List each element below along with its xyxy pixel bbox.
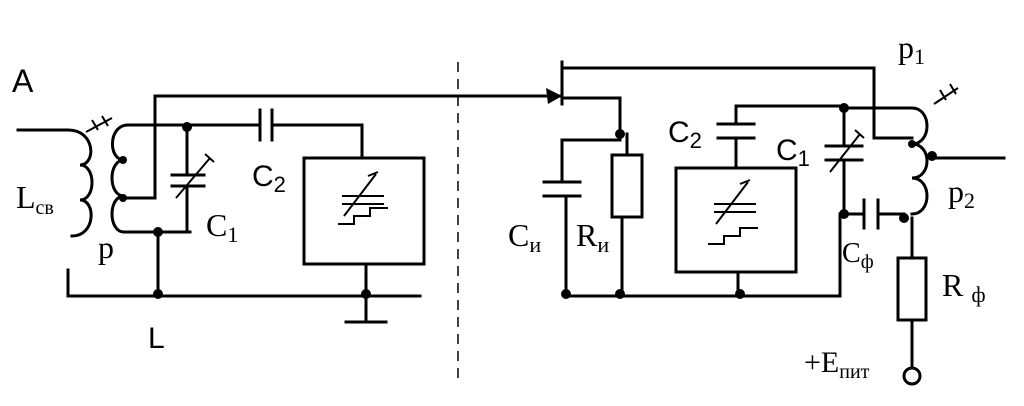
label-supply: +Eпит: [804, 346, 870, 383]
label-p2: p2: [948, 173, 975, 213]
label-c2-left: C2: [252, 160, 286, 197]
variable-capacitor-c1-left: [170, 125, 215, 234]
tank-coil-right: [842, 83, 1006, 216]
label-coil-l: L: [148, 322, 165, 355]
ground-bus-left: [66, 289, 422, 299]
label-c1-right: C1: [776, 134, 810, 171]
label-cf: Cф: [842, 238, 874, 273]
label-c2-right: C2: [668, 116, 702, 153]
label-ci: Cи: [508, 217, 541, 257]
label-tap: p: [98, 229, 114, 265]
left-tank-wiring: [122, 94, 562, 298]
label-antenna: A: [12, 63, 34, 99]
label-p1: p1: [898, 29, 925, 69]
ground-bus-right: [561, 289, 842, 299]
label-ri: Rи: [576, 217, 609, 257]
varicap-block-left: [302, 156, 426, 324]
varicap-block-right: [674, 104, 846, 298]
mutual-coupling-mark: [85, 115, 113, 133]
coupling-coil-lsv: [66, 128, 94, 298]
variable-capacitor-c1-right: [824, 103, 865, 219]
filter-capacitor-cf: [838, 198, 909, 298]
label-coupling-coil: Lсв: [16, 179, 54, 219]
label-c1-left: C1: [206, 207, 238, 247]
bias-network: [542, 129, 644, 298]
capacitor-c2-left: [258, 108, 364, 160]
tank-coil-left: [110, 123, 130, 234]
transistor: [546, 60, 914, 140]
filter-resistor-rf: [896, 216, 928, 386]
